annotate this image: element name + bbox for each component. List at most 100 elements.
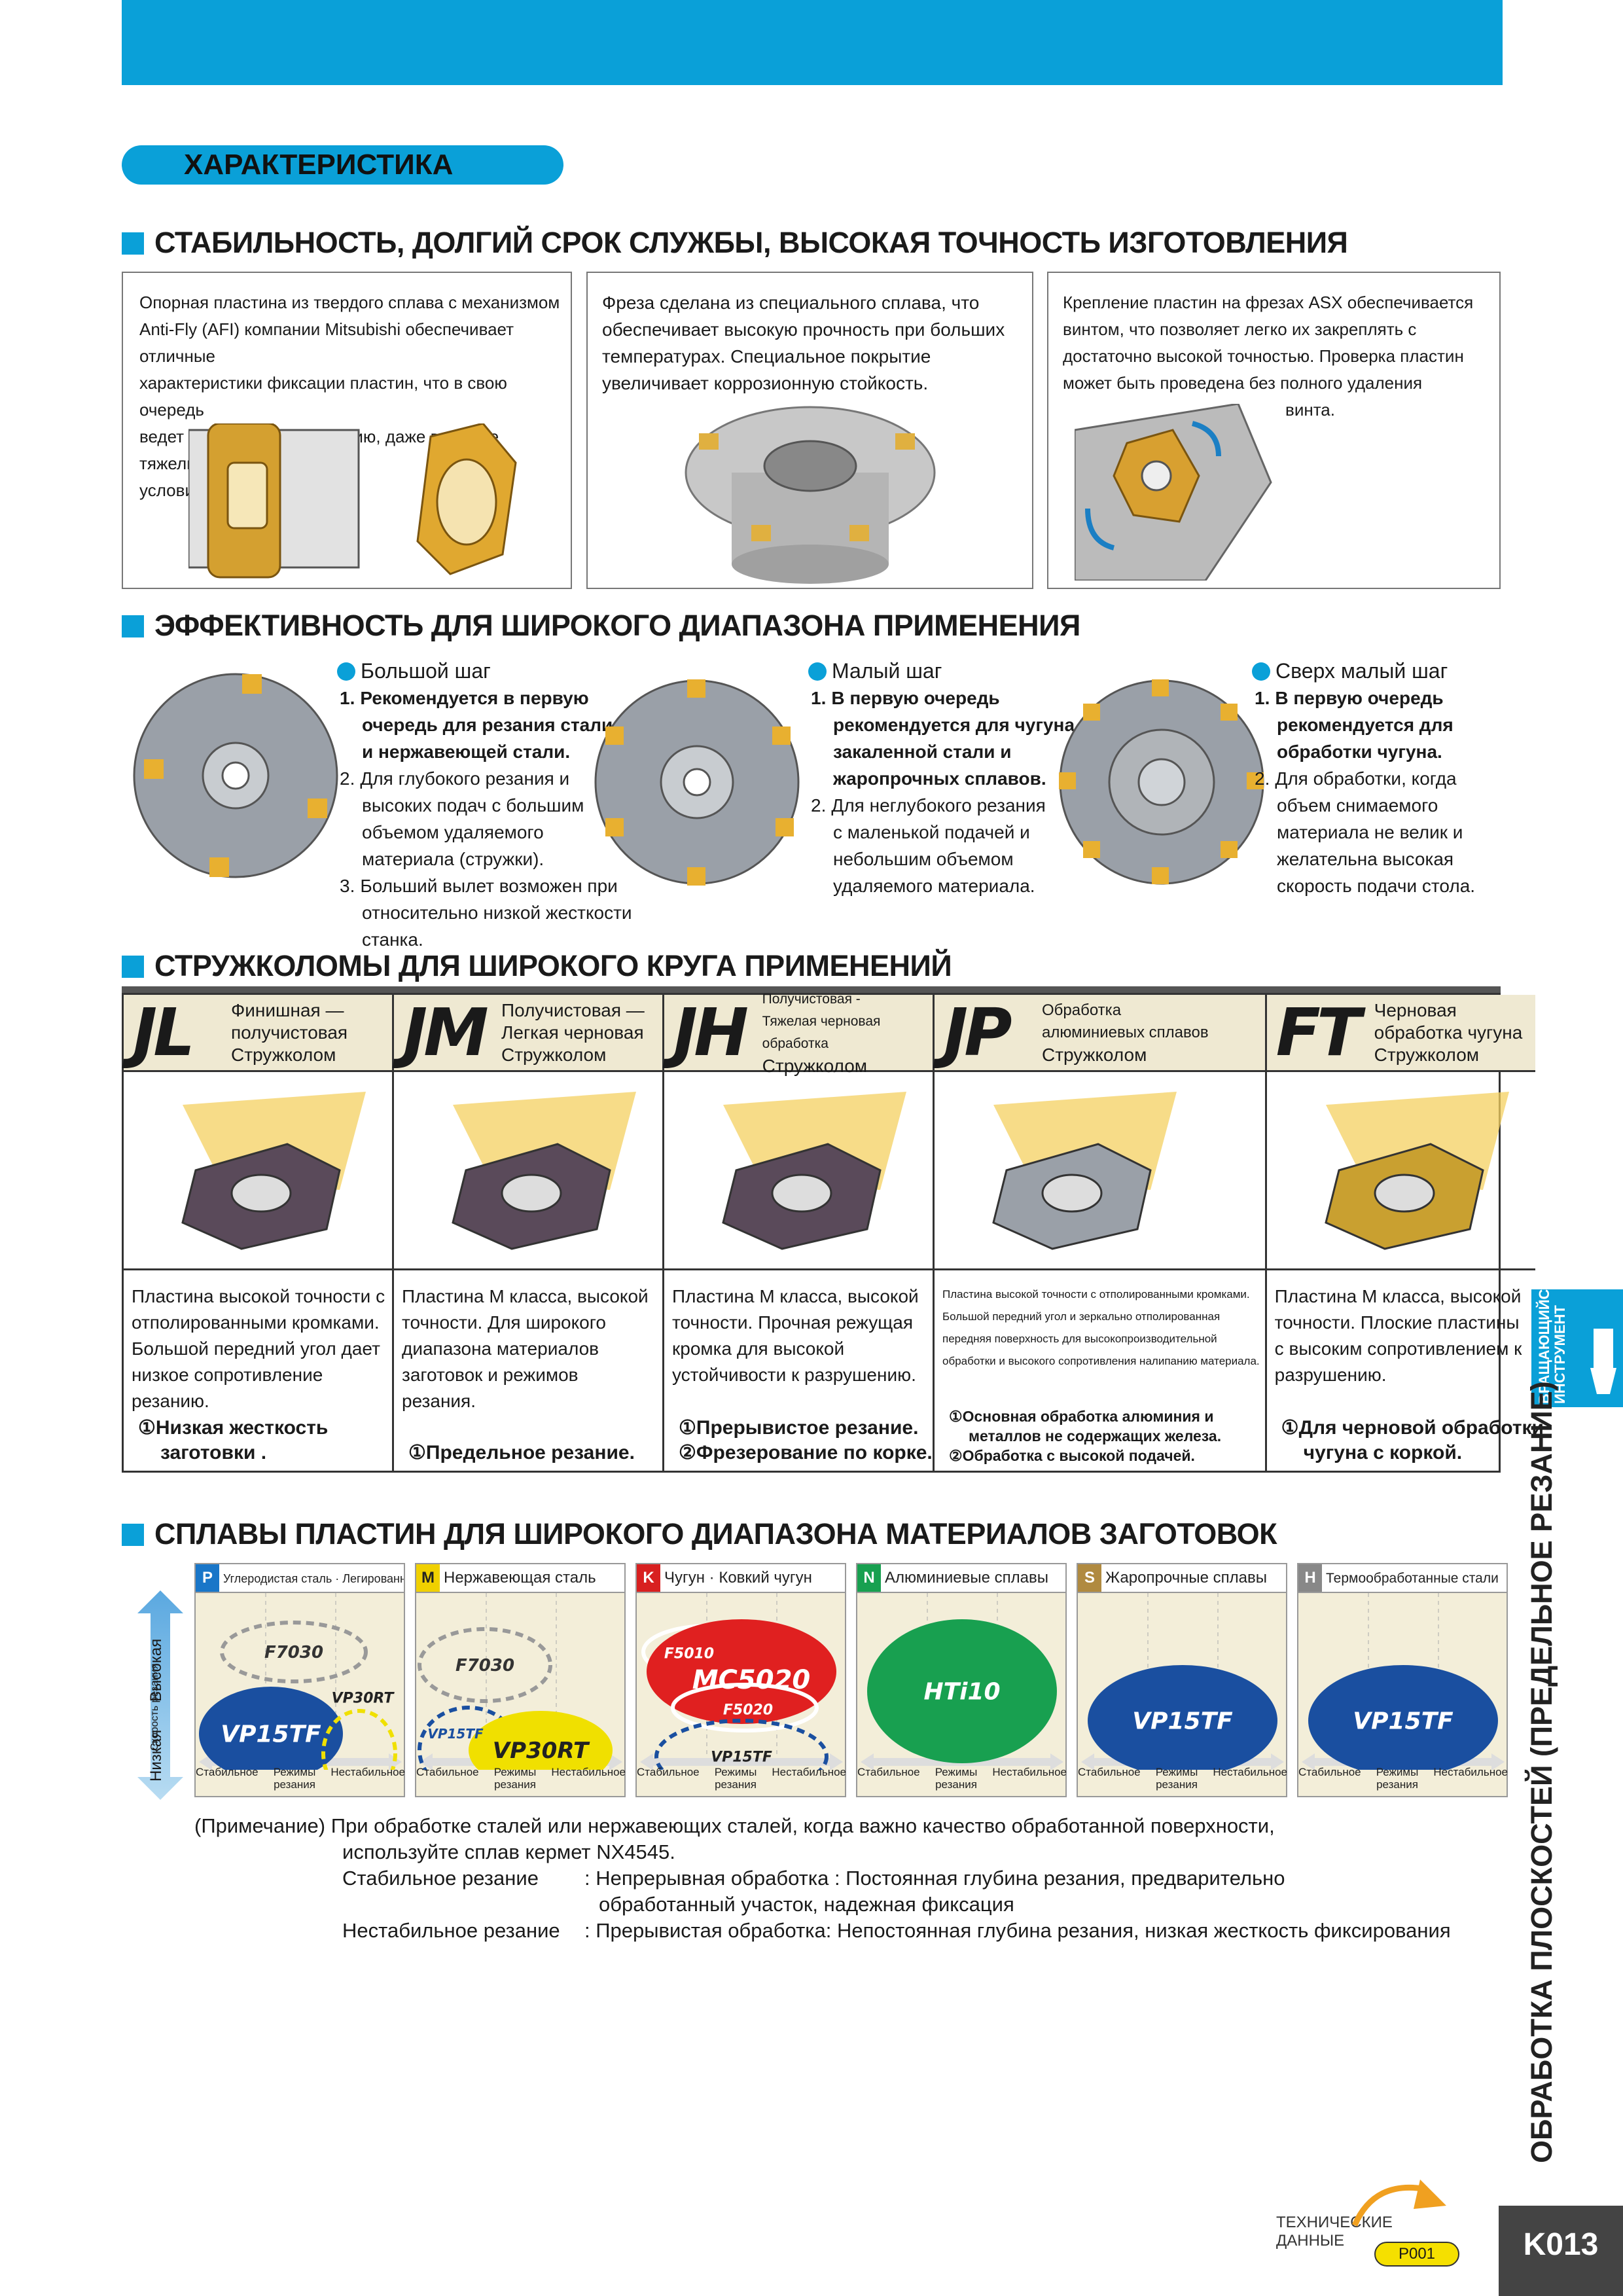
chipbreaker-desc-line: обработка чугуна xyxy=(1374,1022,1523,1043)
pitch-item-text: Рекомендуется в первую xyxy=(360,688,589,708)
section-heading-2: ЭФФЕКТИВНОСТЬ ДЛЯ ШИРОКОГО ДИАПАЗОНА ПРИ… xyxy=(122,609,1080,643)
pitch-item-text: обработки чугуна. xyxy=(1277,742,1442,762)
pitch-item-line: жаропрочных сплавов. xyxy=(811,765,1083,792)
pitch-item-text: В первую очередь xyxy=(831,688,1000,708)
x-axis-label: Стабильное xyxy=(637,1766,700,1778)
chipbreaker-text-line: точности. Прочная режущая xyxy=(672,1312,913,1333)
chipbreaker-text-line: Большой передний угол и зеркально отполи… xyxy=(942,1310,1221,1323)
unstable-label: Нестабильное резание xyxy=(342,1919,560,1942)
material-title: Жаропрочные сплавы xyxy=(1105,1569,1268,1587)
pitch-title: Сверх малый шаг xyxy=(1252,658,1514,685)
chipbreaker-desc-line: Стружколом xyxy=(1042,1044,1147,1065)
section-pill: ХАРАКТЕРИСТИКА xyxy=(122,145,563,185)
feature-box-1: Опорная пластина из твердого сплава с ме… xyxy=(122,272,572,589)
stable-label: Стабильное резание xyxy=(342,1867,539,1890)
chipbreaker-text: Пластина высокой точности с отполированн… xyxy=(935,1270,1265,1471)
pitch-item-line: относительно низкой жесткости станка. xyxy=(340,899,690,953)
x-axis-label: Стабильное xyxy=(416,1766,479,1778)
grade-label: VP15TF xyxy=(711,1749,772,1766)
pitch-item-text: скорость подачи стола. xyxy=(1277,876,1476,896)
x-axis-label: Режимы резания xyxy=(1376,1766,1419,1791)
grade-region xyxy=(469,1711,613,1770)
chipbreaker-text-line: кромка для высокой xyxy=(672,1338,845,1359)
square-bullet-icon xyxy=(122,956,144,978)
chipbreaker-bullets: ①Предельное резание. xyxy=(408,1441,635,1465)
grade-label: MC5020 xyxy=(692,1665,811,1695)
chipbreaker-desc-line: Получистовая — xyxy=(501,999,645,1020)
pitch-item-line: очередь для резания стали xyxy=(340,711,690,738)
grade-region xyxy=(1088,1665,1277,1770)
pitch-item-num: 1. xyxy=(1255,688,1270,708)
chipbreaker-desc-line: Стружколом xyxy=(501,1044,607,1065)
section-title: СПЛАВЫ ПЛАСТИН ДЛЯ ШИРОКОГО ДИАПАЗОНА МА… xyxy=(154,1517,1277,1551)
pitch-item-text: Для обработки, когда xyxy=(1275,768,1457,789)
pitch-item-line: материала не велик и xyxy=(1255,819,1514,846)
grade-map-chart: VP15TF xyxy=(1081,1593,1284,1770)
note-line: При обработке сталей или нержавеющих ста… xyxy=(330,1814,1275,1837)
chipbreaker-bullet: чугуна с коркой. xyxy=(1303,1442,1463,1463)
pitch-item-line: закаленной стали и xyxy=(811,738,1083,765)
stable-text: : Непрерывная обработка : Постоянная глу… xyxy=(584,1867,1285,1890)
chipbreaker-desc-line: Стружколом xyxy=(762,1055,868,1076)
pitch-item-text: очередь для резания стали xyxy=(362,715,613,735)
pitch-item-line: 2.Для глубокого резания и xyxy=(340,765,690,792)
material-title: Чугун · Ковкий чугун xyxy=(664,1569,812,1587)
grade-label: VP30RT xyxy=(332,1691,395,1707)
sidebar-tab[interactable]: ВРАЩАЮЩИЙСЯ ИНСТРУМЕНТ xyxy=(1531,1279,1623,1407)
grade-region xyxy=(654,1719,829,1770)
feature-line: винтом, что позволяет легко их закреплят… xyxy=(1063,319,1417,339)
chipbreaker-text-line: Пластина высокой точности с отполированн… xyxy=(942,1288,1250,1300)
grade-region xyxy=(199,1687,343,1770)
feature-box-3: Крепление пластин на фрезах ASX обеспечи… xyxy=(1047,272,1501,589)
chipbreaker-text-line: точности. Для широкого xyxy=(402,1312,606,1333)
x-axis-label: Нестабильное xyxy=(1433,1766,1508,1778)
x-axis-label: Нестабильное xyxy=(330,1766,405,1778)
grade-label: VP15TF xyxy=(427,1726,484,1742)
page-number: K013 xyxy=(1499,2206,1623,2296)
feature-line: характеристики фиксации пластин, что в с… xyxy=(139,373,507,420)
chipbreaker-desc-line: Тяжелая черновая обработка xyxy=(762,1013,881,1051)
chipbreaker-text-line: с высоким сопротивлением к xyxy=(1274,1338,1522,1359)
chipbreaker-code: JM xyxy=(403,994,489,1071)
x-axis-label: Нестабильное xyxy=(551,1766,626,1778)
unstable-text: : Прерывистая обработка: Непостоянная гл… xyxy=(584,1919,1451,1942)
pitch-item-line: материала (стружки). xyxy=(340,846,690,872)
grade-map-chart: HTi10 xyxy=(861,1593,1063,1770)
notes-block: (Примечание) При обработке сталей или не… xyxy=(194,1813,1497,1944)
x-axis-label: Режимы резания xyxy=(493,1766,537,1791)
pitch-item-line: желательна высокая xyxy=(1255,846,1514,872)
tech-data-ref-link[interactable]: P001 xyxy=(1374,2242,1459,2267)
pitch-item-line: небольшим объемом xyxy=(811,846,1083,872)
pitch-item-line: объемом удаляемого xyxy=(340,819,690,846)
pitch-item-text: жаропрочных сплавов. xyxy=(833,768,1046,789)
section-heading-3: СТРУЖКОЛОМЫ ДЛЯ ШИРОКОГО КРУГА ПРИМЕНЕНИ… xyxy=(122,949,952,983)
material-tag: S xyxy=(1078,1564,1101,1592)
chipbreaker-code: FT xyxy=(1275,994,1362,1071)
chipbreaker-insert-icon xyxy=(181,1092,366,1250)
chipbreaker-text-line: устойчивости к разрушению. xyxy=(672,1365,916,1385)
chipbreaker-bullet: ①Основная обработка алюминия и xyxy=(949,1408,1214,1425)
chipbreaker-desc-line: Финишная — xyxy=(231,999,344,1020)
chipbreaker-desc-line: получистовая xyxy=(231,1022,348,1043)
x-axis-label: Стабильное xyxy=(196,1766,259,1778)
feature-line: Крепление пластин на фрезах ASX обеспечи… xyxy=(1063,293,1474,312)
chipbreaker-bullet: ①Предельное резание. xyxy=(408,1442,635,1463)
